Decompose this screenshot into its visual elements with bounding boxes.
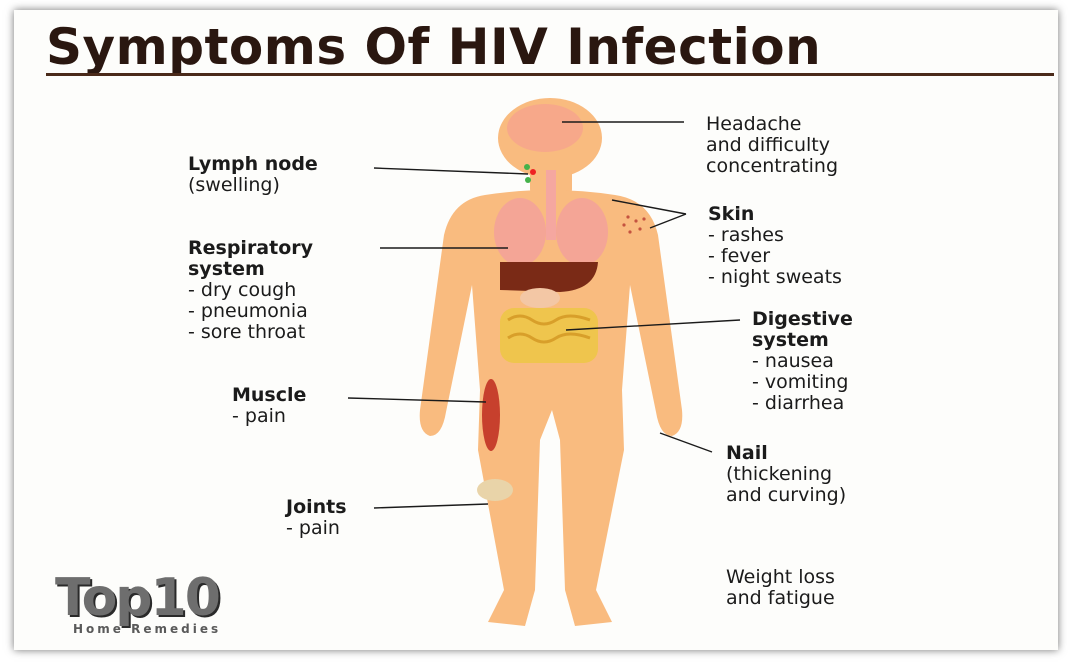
right-lung-organ <box>556 198 608 266</box>
joints-line-1: - pain <box>286 518 347 539</box>
digestive-line-1: - nausea <box>752 351 853 372</box>
label-digestive: Digestive system - nausea - vomiting - d… <box>752 309 853 414</box>
label-lymph-node: Lymph node (swelling) <box>188 154 318 196</box>
skin-line-3: - night sweats <box>708 267 842 288</box>
muscle-line-1: - pain <box>232 406 306 427</box>
knee-joint <box>477 479 513 501</box>
headache-line-1: Headache <box>706 114 838 135</box>
headache-line-3: concentrating <box>706 156 838 177</box>
respiratory-line-1: - dry cough <box>188 280 313 301</box>
label-joints: Joints - pain <box>286 497 347 539</box>
logo-subtitle: Home Remedies <box>73 622 221 636</box>
muscle-heading: Muscle <box>232 385 306 406</box>
digestive-heading-1: Digestive <box>752 309 853 330</box>
brain-organ <box>507 104 583 152</box>
digestive-line-2: - vomiting <box>752 372 853 393</box>
lymph-line-1: (swelling) <box>188 175 318 196</box>
weight-line-2: and fatigue <box>726 588 835 609</box>
nail-heading: Nail <box>726 443 846 464</box>
digestive-line-3: - diarrhea <box>752 393 853 414</box>
label-skin: Skin - rashes - fever - night sweats <box>708 204 842 288</box>
weight-line-1: Weight loss <box>726 567 835 588</box>
respiratory-heading-1: Respiratory <box>188 238 313 259</box>
respiratory-heading-2: system <box>188 259 313 280</box>
headache-line-2: and difficulty <box>706 135 838 156</box>
label-muscle: Muscle - pain <box>232 385 306 427</box>
nail-line-1: (thickening <box>726 464 846 485</box>
logo-word: Top10 <box>55 572 221 624</box>
digestive-heading-2: system <box>752 330 853 351</box>
logo-word-left: Top <box>55 568 151 628</box>
skin-line-1: - rashes <box>708 225 842 246</box>
skin-heading: Skin <box>708 204 842 225</box>
joints-heading: Joints <box>286 497 347 518</box>
muscle-organ <box>482 379 500 451</box>
logo-word-right: 10 <box>151 568 219 628</box>
label-nail: Nail (thickening and curving) <box>726 443 846 506</box>
respiratory-line-3: - sore throat <box>188 322 313 343</box>
lymph-heading: Lymph node <box>188 154 318 175</box>
trachea-organ <box>546 170 556 240</box>
respiratory-line-2: - pneumonia <box>188 301 313 322</box>
left-lung-organ <box>494 198 546 266</box>
label-respiratory: Respiratory system - dry cough - pneumon… <box>188 238 313 343</box>
skin-line-2: - fever <box>708 246 842 267</box>
top10-logo: Top10 Home Remedies <box>55 572 221 636</box>
stomach-organ <box>520 288 560 308</box>
label-weight-loss: Weight loss and fatigue <box>726 567 835 609</box>
label-headache: Headache and difficulty concentrating <box>706 114 838 177</box>
nail-line-2: and curving) <box>726 485 846 506</box>
